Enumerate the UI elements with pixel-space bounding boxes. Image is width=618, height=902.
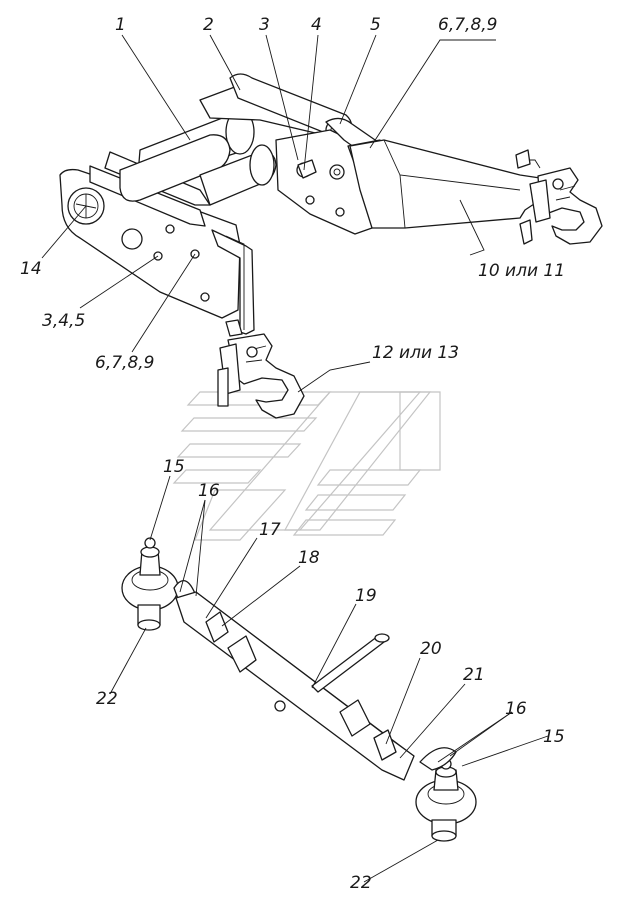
label-3-4-5: 3,4,5: [42, 311, 85, 331]
upper-assembly: [59, 73, 603, 419]
label-15-right: 15: [543, 727, 565, 747]
label-19: 19: [355, 586, 377, 606]
callout-labels: 1 2 3 4 5 6,7,8,9 14 3,4,5 6,7,8,9 10 ил…: [20, 15, 565, 893]
arm-10-11: [349, 139, 541, 229]
vertical-rod: [211, 229, 255, 335]
label-10-or-11: 10 или 11: [478, 261, 565, 281]
left-side-plate: [59, 168, 241, 319]
hook-lower: [217, 333, 305, 419]
lower-assembly: [121, 537, 477, 842]
label-12-or-13: 12 или 13: [372, 343, 459, 363]
label-21: 21: [463, 665, 485, 685]
leader-lines: [41, 34, 549, 883]
label-4: 4: [311, 15, 322, 35]
bolt-19: [311, 635, 385, 693]
label-1: 1: [115, 15, 126, 35]
label-22-right: 22: [350, 873, 372, 893]
label-2: 2: [203, 15, 214, 35]
label-18: 18: [298, 548, 320, 568]
label-14: 14: [20, 259, 42, 279]
label-15-left: 15: [163, 457, 185, 477]
label-16-right: 16: [505, 699, 527, 719]
label-5: 5: [370, 15, 381, 35]
fastener-3-4: [296, 159, 345, 180]
plate-bore: [121, 228, 143, 250]
label-17: 17: [259, 520, 281, 540]
hook-right: [519, 167, 603, 245]
label-6-7-8-9-left: 6,7,8,9: [95, 353, 154, 373]
label-3: 3: [259, 15, 270, 35]
watermark-logo: [172, 391, 441, 541]
label-16-left: 16: [198, 481, 220, 501]
label-20: 20: [420, 639, 442, 659]
label-22-left: 22: [96, 689, 118, 709]
label-6-7-8-9-top: 6,7,8,9: [438, 15, 497, 35]
ball-joint-right: [415, 747, 477, 842]
ball-joint-left: [121, 537, 197, 631]
